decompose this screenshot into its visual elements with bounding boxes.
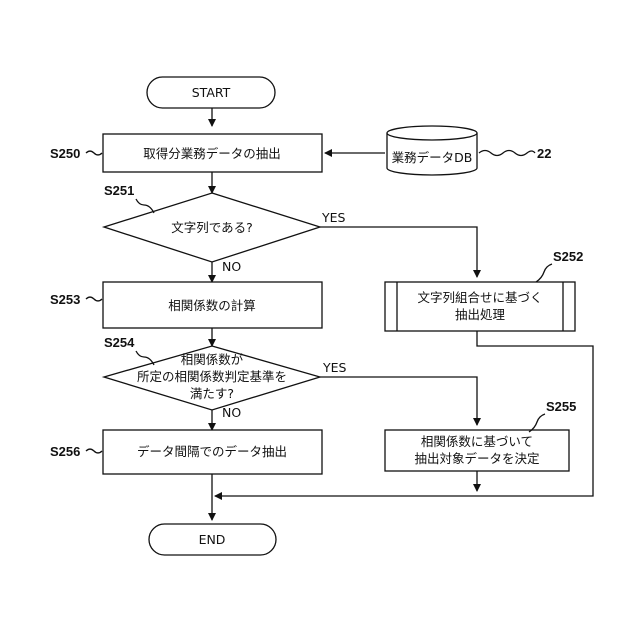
- leader-s256: [86, 449, 102, 453]
- decision-s254-line1: 相関係数が: [181, 352, 244, 367]
- leader-db-ref: [479, 151, 535, 156]
- process-s256: データ間隔でのデータ抽出: [103, 430, 322, 474]
- start-terminal: START: [147, 77, 275, 108]
- process-s253: 相関係数の計算: [103, 282, 322, 328]
- label-s255: S255: [546, 399, 576, 414]
- edge-label-no-s254: NO: [222, 405, 241, 420]
- start-label: START: [192, 85, 231, 100]
- edge-label-yes-s254: YES: [322, 360, 347, 375]
- end-terminal: END: [149, 524, 276, 555]
- process-s256-text: データ間隔でのデータ抽出: [137, 444, 287, 459]
- edge-label-yes-s251: YES: [321, 210, 346, 225]
- database-cylinder: 業務データDB: [387, 126, 477, 175]
- label-s253: S253: [50, 292, 80, 307]
- edge-s254-yes: [320, 377, 477, 425]
- edge-label-no-s251: NO: [222, 259, 241, 274]
- label-db-ref: 22: [537, 146, 551, 161]
- label-s252: S252: [553, 249, 583, 264]
- decision-s251-text: 文字列である?: [171, 220, 253, 235]
- process-s255-line2: 抽出対象データを決定: [414, 451, 539, 466]
- decision-s254-line2: 所定の相関係数判定基準を: [137, 369, 287, 384]
- leader-s255: [529, 414, 545, 432]
- process-s253-text: 相関係数の計算: [168, 298, 256, 313]
- process-s252: 文字列組合せに基づく 抽出処理: [385, 282, 575, 331]
- process-s250: 取得分業務データの抽出: [103, 134, 322, 172]
- label-s254: S254: [104, 335, 135, 350]
- leader-s251: [136, 199, 154, 213]
- end-label: END: [199, 532, 226, 547]
- decision-s254: 相関係数が 所定の相関係数判定基準を 満たす?: [104, 346, 320, 410]
- decision-s251: 文字列である?: [104, 193, 320, 262]
- process-s255: 相関係数に基づいて 抽出対象データを決定: [385, 430, 569, 471]
- process-s250-text: 取得分業務データの抽出: [143, 146, 281, 161]
- leader-s250: [86, 151, 102, 155]
- leader-s252: [536, 264, 552, 282]
- database-label: 業務データDB: [392, 150, 473, 165]
- edge-s251-yes: [320, 227, 477, 277]
- process-s252-line2: 抽出処理: [455, 307, 506, 322]
- process-s252-line1: 文字列組合せに基づく: [417, 290, 542, 305]
- label-s256: S256: [50, 444, 80, 459]
- leader-s253: [86, 297, 102, 301]
- decision-s254-line3: 満たす?: [190, 386, 234, 401]
- process-s255-line1: 相関係数に基づいて: [421, 434, 533, 449]
- label-s251: S251: [104, 183, 134, 198]
- label-s250: S250: [50, 146, 80, 161]
